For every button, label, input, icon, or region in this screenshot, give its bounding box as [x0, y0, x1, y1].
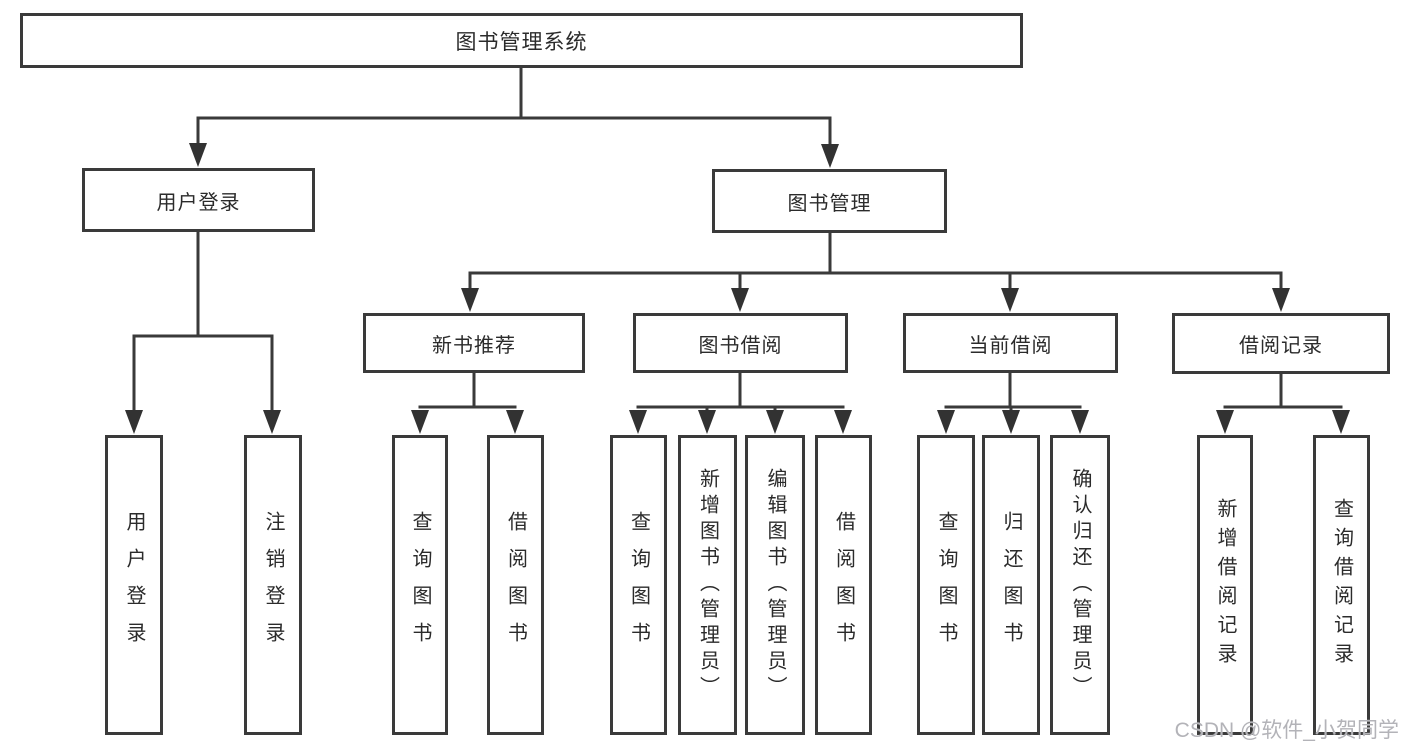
- node-label: 用户登录: [123, 511, 145, 659]
- leaf-add-book-admin: 新增图书（管理员）: [678, 435, 737, 735]
- node-label: 图书借阅: [698, 334, 783, 357]
- node-system-root: 图书管理系统: [20, 13, 1023, 68]
- arrowheads: [125, 143, 1350, 434]
- node-label: 借阅图书: [832, 511, 855, 659]
- leaf-query-books-borrow: 查询图书: [610, 435, 667, 735]
- node-book-borrow: 图书借阅: [633, 313, 848, 373]
- leaf-borrow-books-recommend: 借阅图书: [487, 435, 544, 735]
- node-label: 图书管理系统: [455, 30, 588, 54]
- leaf-confirm-return-admin: 确认归还（管理员）: [1050, 435, 1110, 735]
- node-label: 当前借阅: [968, 334, 1053, 357]
- leaf-query-books-recommend: 查询图书: [392, 435, 448, 735]
- node-label: 新增图书（管理员）: [696, 468, 719, 702]
- node-label: 用户登录: [156, 191, 241, 214]
- node-label: 归还图书: [1000, 511, 1022, 659]
- node-label: 图书管理: [787, 192, 872, 215]
- leaf-edit-book-admin: 编辑图书（管理员）: [745, 435, 805, 735]
- node-label: 确认归还（管理员）: [1069, 468, 1091, 702]
- leaf-return-book: 归还图书: [982, 435, 1040, 735]
- node-user-login: 用户登录: [82, 168, 315, 232]
- leaf-query-books-current: 查询图书: [917, 435, 975, 735]
- node-label: 编辑图书（管理员）: [764, 468, 786, 702]
- node-label: 借阅图书: [504, 511, 527, 659]
- leaf-add-borrow-record: 新增借阅记录: [1197, 435, 1253, 735]
- leaf-logout: 注销登录: [244, 435, 302, 735]
- leaf-borrow-books: 借阅图书: [815, 435, 872, 735]
- node-label: 查询借阅记录: [1330, 498, 1353, 672]
- node-new-book-recommend: 新书推荐: [363, 313, 585, 373]
- node-label: 查询图书: [935, 511, 957, 659]
- node-label: 借阅记录: [1239, 335, 1323, 357]
- node-book-management: 图书管理: [712, 169, 947, 233]
- node-label: 新书推荐: [432, 334, 516, 357]
- leaf-query-borrow-record: 查询借阅记录: [1313, 435, 1370, 735]
- node-label: 新增借阅记录: [1214, 498, 1236, 672]
- leaf-user-login: 用户登录: [105, 435, 163, 735]
- node-label: 注销登录: [262, 511, 284, 659]
- node-borrow-records: 借阅记录: [1172, 313, 1390, 374]
- node-label: 查询图书: [409, 511, 431, 659]
- csdn-watermark: CSDN @软件_小贺同学: [1174, 719, 1399, 742]
- node-current-borrow: 当前借阅: [903, 313, 1118, 373]
- node-label: 查询图书: [627, 511, 650, 659]
